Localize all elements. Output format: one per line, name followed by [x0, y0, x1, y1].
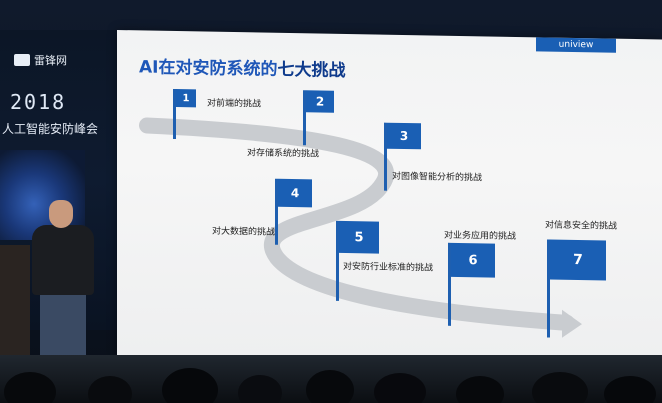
audience-head: [374, 373, 426, 403]
logo-mark-icon: [14, 54, 30, 66]
audience-head: [238, 375, 282, 403]
flag-3: 3: [387, 122, 421, 150]
flag-number: 4: [290, 186, 300, 201]
road-stroke: [139, 117, 575, 331]
flag-label: 对信息安全的挑战: [545, 220, 618, 232]
audience-head: [532, 372, 588, 403]
audience-head: [88, 376, 132, 403]
audience-head: [162, 368, 218, 403]
flag-4: 4: [278, 178, 312, 208]
flag-2: 2: [306, 90, 334, 113]
flag-number: 6: [468, 252, 478, 268]
speaker-head: [49, 200, 73, 228]
flag-label: 对前端的挑战: [207, 98, 262, 110]
flag-7: 7: [550, 239, 606, 281]
event-year: 2018: [10, 90, 67, 114]
audience-heads: [4, 368, 656, 403]
flag-label: 对图像智能分析的挑战: [392, 171, 483, 184]
flag-label: 对安防行业标准的挑战: [343, 261, 434, 274]
road-arrow-head: [562, 309, 582, 338]
flag-number: 2: [315, 94, 325, 109]
podium: [0, 245, 30, 355]
speaker-legs: [40, 292, 86, 364]
logo-text: 雷锋网: [34, 54, 67, 67]
audience-head: [456, 376, 504, 403]
flag-1: 1: [176, 89, 196, 108]
flag-number: 7: [573, 251, 583, 269]
flag-6: 6: [451, 242, 495, 278]
speaker: [32, 225, 94, 295]
flag-number: 3: [399, 128, 409, 144]
flag-number: 1: [182, 92, 190, 104]
road-path: [139, 117, 582, 338]
flag-5: 5: [339, 220, 379, 254]
audience-head: [604, 376, 656, 403]
flag-label: 对业务应用的挑战: [444, 230, 517, 242]
flag-label: 对存储系统的挑战: [247, 148, 320, 160]
flag-label: 对大数据的挑战: [212, 226, 276, 238]
audience-head: [306, 370, 354, 403]
flag-number: 5: [354, 229, 364, 245]
event-logo: 雷锋网: [14, 52, 67, 68]
audience-head: [4, 372, 56, 403]
event-summit-name: 人工智能安防峰会: [2, 122, 99, 136]
projection-screen: uniview AI在对安防系统的七大挑战 1 对前端的挑战 2 对存储系统的挑…: [117, 30, 662, 365]
